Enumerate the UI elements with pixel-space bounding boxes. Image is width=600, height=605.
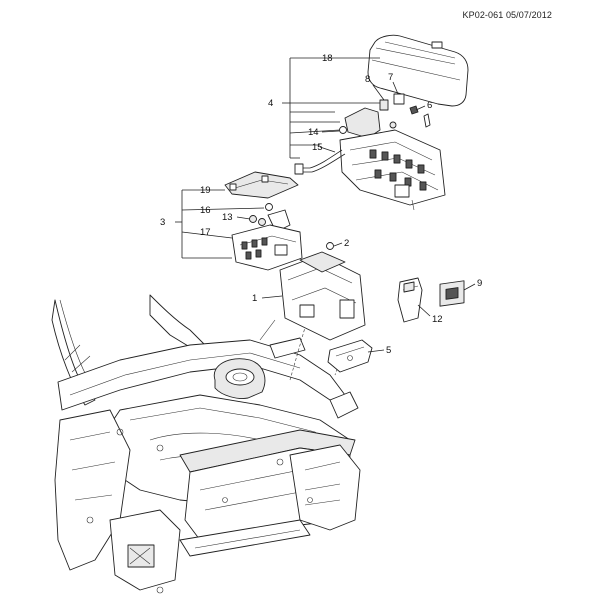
callout-9: 9 — [477, 278, 482, 289]
clip-8 — [379, 99, 389, 111]
vehicle-front-structure — [51, 294, 361, 594]
callout-19: 19 — [200, 185, 211, 196]
lower-block-cover — [224, 171, 299, 199]
callout-4: 4 — [268, 98, 273, 109]
fuse-box-tray — [279, 251, 366, 341]
callout-5: 5 — [386, 345, 391, 356]
callout-7: 7 — [388, 72, 393, 83]
callout-17: 17 — [200, 227, 211, 238]
bracket-12 — [397, 277, 423, 323]
callout-6: 6 — [427, 100, 432, 111]
callout-2: 2 — [344, 238, 349, 249]
bolt-6b — [389, 121, 397, 129]
upper-fuse-block — [339, 107, 446, 211]
callout-labels: 18 4 8 7 6 14 15 19 16 3 13 17 2 1 12 9 … — [160, 53, 482, 356]
module-9 — [439, 280, 465, 307]
callout-13: 13 — [222, 212, 233, 223]
nut-14 — [339, 126, 347, 134]
nut-16 — [265, 203, 273, 211]
screw-6 — [423, 113, 431, 128]
callout-12: 12 — [432, 314, 443, 325]
callout-18: 18 — [322, 53, 333, 64]
lower-fuse-block — [231, 224, 303, 271]
document-id: KP02-061 05/07/2012 — [462, 10, 552, 20]
callout-1: 1 — [252, 293, 257, 304]
nut-2 — [326, 242, 334, 250]
cable-15 — [294, 149, 346, 175]
relay-7 — [393, 93, 405, 105]
bracket-5 — [327, 339, 373, 373]
small-hardware — [339, 93, 431, 134]
callout-16: 16 — [200, 205, 211, 216]
fuse-box-cover — [367, 34, 469, 107]
callout-15: 15 — [312, 142, 323, 153]
leader-lines — [175, 57, 476, 353]
callout-3: 3 — [160, 217, 165, 228]
clip-6a — [409, 105, 419, 115]
callout-8: 8 — [365, 74, 370, 85]
callout-14: 14 — [308, 127, 319, 138]
